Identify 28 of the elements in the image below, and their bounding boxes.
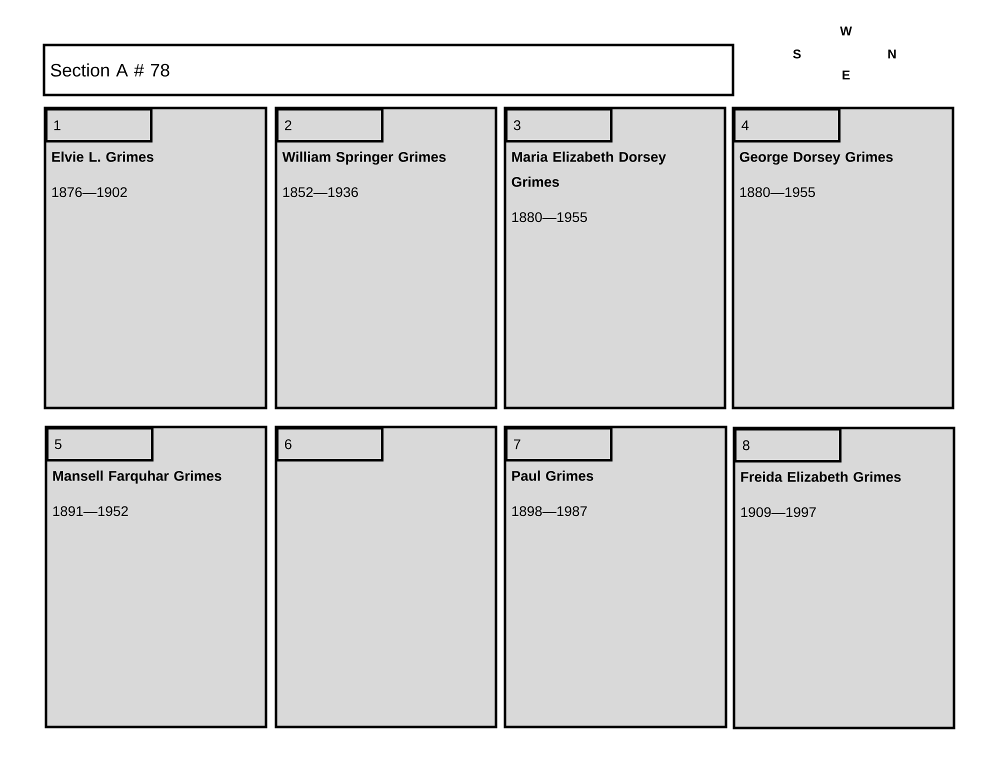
plot-box xyxy=(274,426,498,728)
life-dates: 1876—1902 xyxy=(52,187,127,198)
person-name: George Dorsey Grimes xyxy=(740,152,893,165)
life-dates: 1898—1987 xyxy=(512,506,587,516)
person-name: William Springer Grimes xyxy=(282,152,446,165)
life-dates: 1880—1955 xyxy=(512,212,587,222)
plot-number-tab: 2 xyxy=(276,108,384,142)
person-name: Freida Elizabeth Grimes xyxy=(741,472,901,482)
life-dates: 1852—1936 xyxy=(283,187,358,198)
compass-letter: S xyxy=(793,50,801,58)
plot-number-tab: 4 xyxy=(733,108,841,142)
plot-number-tab: 7 xyxy=(505,427,613,462)
compass-letter: W xyxy=(840,26,852,36)
person-name: Maria Elizabeth Dorsey Grimes xyxy=(512,152,666,187)
compass-letter: E xyxy=(842,70,850,80)
person-name: Mansell Farquhar Grimes xyxy=(53,470,222,484)
compass-letter: N xyxy=(888,50,896,58)
title-box: Section A # 78 xyxy=(42,44,734,96)
plot-number-tab: 3 xyxy=(505,108,613,142)
plot-number-tab: 1 xyxy=(45,108,153,142)
life-dates: 1891—1952 xyxy=(53,506,128,516)
plot-number-tab: 5 xyxy=(46,427,154,462)
plot-number-tab: 8 xyxy=(734,428,842,462)
plot-number-tab: 6 xyxy=(276,427,384,462)
person-name: Elvie L. Grimes xyxy=(52,152,154,162)
life-dates: 1880—1955 xyxy=(740,187,815,198)
life-dates: 1909—1997 xyxy=(741,507,816,518)
person-name: Paul Grimes xyxy=(512,470,594,481)
